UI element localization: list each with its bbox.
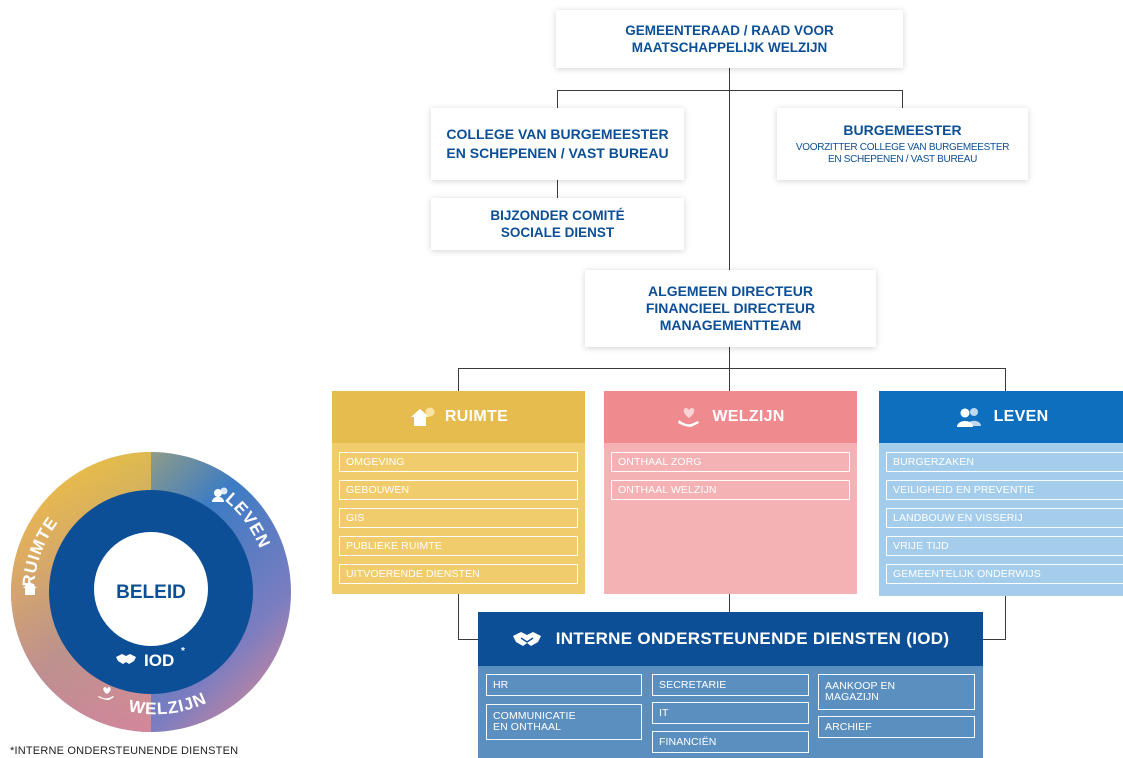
- college-box: COLLEGE VAN BURGEMEESTER EN SCHEPENEN / …: [431, 108, 684, 180]
- leven-item: BURGERZAKEN: [886, 452, 1123, 472]
- leven-item: VRIJE TIJD: [886, 536, 1123, 556]
- comite-line2: SOCIALE DIENST: [500, 225, 615, 240]
- burgemeester-box: BURGEMEESTER VOORZITTER COLLEGE VAN BURG…: [777, 108, 1028, 180]
- connector-ruimte-iod-h: [458, 639, 478, 640]
- footnote: *INTERNE ONDERSTEUNENDE DIENSTEN: [10, 745, 239, 757]
- directie-line1: ALGEMEEN DIRECTEUR: [648, 283, 813, 299]
- comite-line1: BIJZONDER COMITÉ: [490, 208, 625, 223]
- dept-leven-title: LEVEN: [993, 408, 1049, 425]
- welzijn-item: ONTHAAL ZORG: [611, 452, 850, 472]
- directie-line2: FINANCIEEL DIRECTEUR: [645, 300, 816, 316]
- iod-item: SECRETARIE: [652, 674, 809, 696]
- iod-item: FINANCIËN: [652, 731, 809, 753]
- connector-burgemeester-drop: [902, 90, 903, 108]
- leven-item: VEILIGHEID EN PREVENTIE: [886, 480, 1123, 500]
- dept-welzijn: WELZIJN ONTHAAL ZORG ONTHAAL WELZIJN: [604, 391, 857, 594]
- dept-iod: INTERNE ONDERSTEUNENDE DIENSTEN (IOD) HR…: [478, 612, 983, 758]
- dept-welzijn-header: WELZIJN: [604, 391, 857, 443]
- connector-ruimte-iod: [458, 594, 459, 639]
- dept-leven-header: LEVEN: [879, 391, 1123, 443]
- dept-ruimte-header: RUIMTE: [332, 391, 585, 443]
- connector-welzijn-iod: [729, 594, 730, 612]
- iod-handshake-icon: [116, 654, 136, 664]
- connector-leven-iod-h: [983, 639, 1006, 640]
- ruimte-item: PUBLIEKE RUIMTE: [339, 536, 578, 556]
- leven-item: GEMEENTELIJK ONDERWIJS: [886, 564, 1123, 584]
- circle-heart-hand-icon: [98, 687, 114, 700]
- dept-ruimte-title: RUIMTE: [444, 408, 509, 425]
- ruimte-item: UITVOERENDE DIENSTEN: [339, 564, 578, 584]
- connector-top-horizontal: [557, 90, 903, 91]
- house-icon: [409, 406, 435, 428]
- connector-leven-drop: [1005, 368, 1006, 391]
- circle-iod-mark: *: [181, 646, 185, 657]
- center-circle: [94, 532, 208, 646]
- dept-welzijn-title: WELZIJN: [712, 408, 785, 425]
- dept-leven: LEVEN BURGERZAKEN VEILIGHEID EN PREVENTI…: [879, 391, 1123, 596]
- ruimte-item: OMGEVING: [339, 452, 578, 472]
- dept-ruimte: RUIMTE OMGEVING GEBOUWEN GIS PUBLIEKE RU…: [332, 391, 585, 594]
- dept-iod-header: INTERNE ONDERSTEUNENDE DIENSTEN (IOD): [478, 612, 983, 666]
- circle-center-label: BELEID: [116, 582, 186, 603]
- connector-directie-drop: [729, 347, 730, 391]
- ruimte-item: GEBOUWEN: [339, 480, 578, 500]
- gemeenteraad-line1: GEMEENTERAAD / RAAD VOOR: [625, 23, 834, 38]
- leven-item: LANDBOUW EN VISSERIJ: [886, 508, 1123, 528]
- connector-college-drop: [557, 90, 558, 108]
- burgemeester-sub2: EN SCHEPENEN / VAST BUREAU: [827, 154, 978, 165]
- policy-circle: BELEID IOD * RUIMTE LEVEN WELZIJN: [11, 452, 291, 732]
- dept-iod-title: INTERNE ONDERSTEUNENDE DIENSTEN (IOD): [555, 629, 950, 648]
- ruimte-item: GIS: [339, 508, 578, 528]
- directie-line3: MANAGEMENTTEAM: [659, 317, 802, 333]
- iod-item: HR: [486, 674, 642, 696]
- connector-ruimte-drop: [458, 368, 459, 391]
- directie-box: ALGEMEEN DIRECTEUR FINANCIEEL DIRECTEUR …: [585, 270, 876, 347]
- circle-house-icon: [23, 582, 37, 595]
- welzijn-item: ONTHAAL WELZIJN: [611, 480, 850, 500]
- college-line1: COLLEGE VAN BURGEMEESTER: [446, 126, 669, 142]
- burgemeester-title: BURGEMEESTER: [843, 122, 962, 138]
- college-line2: EN SCHEPENEN / VAST BUREAU: [446, 145, 669, 161]
- gemeenteraad-line2: MAATSCHAPPELIJK WELZIJN: [631, 40, 828, 55]
- gemeenteraad-box: GEMEENTERAAD / RAAD VOOR MAATSCHAPPELIJK…: [556, 10, 903, 68]
- connector-leven-iod: [1005, 596, 1006, 639]
- circle-people-icon: [212, 487, 228, 502]
- heart-hand-icon: [676, 406, 702, 428]
- people-icon: [954, 406, 984, 428]
- burgemeester-sub1: VOORZITTER COLLEGE VAN BURGEMEESTER: [795, 142, 1010, 153]
- iod-item: ARCHIEF: [818, 716, 975, 738]
- connector-top-vertical: [729, 68, 730, 270]
- burgemeester-sub: VOORZITTER COLLEGE VAN BURGEMEESTER EN S…: [795, 142, 1010, 166]
- handshake-icon: [512, 629, 542, 649]
- circle-iod-label: IOD: [144, 651, 174, 670]
- connector-dept-horizontal: [458, 368, 1006, 369]
- connector-college-comite: [557, 180, 558, 198]
- comite-box: BIJZONDER COMITÉ SOCIALE DIENST: [431, 198, 684, 250]
- iod-item: IT: [652, 702, 809, 724]
